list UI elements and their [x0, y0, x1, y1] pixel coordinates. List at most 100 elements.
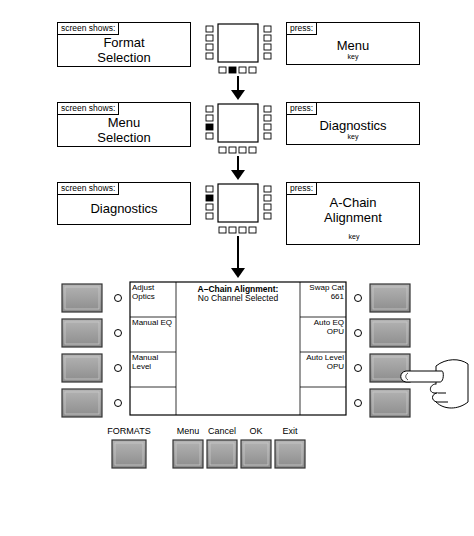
softkey-label: Adjust Optics — [132, 284, 175, 302]
icon-key — [206, 124, 213, 130]
icon-key — [206, 44, 213, 50]
push-button — [112, 440, 146, 468]
indicator-lamp — [355, 295, 362, 302]
step-tag: press: — [286, 182, 317, 195]
step-text: Menukey — [310, 39, 396, 61]
screen-shows-box: screen shows:Menu Selection — [57, 102, 191, 147]
step-body: Menu Selection — [58, 115, 190, 146]
softkey-divider — [176, 282, 177, 415]
icon-key — [249, 67, 256, 73]
softkey-label: Auto EQ OPU — [301, 319, 344, 337]
fingernail — [406, 373, 408, 380]
softkey-divider — [300, 317, 346, 318]
icon-key — [229, 67, 236, 73]
screen-status: No Channel Selected — [178, 294, 298, 303]
press-box: press:A-Chain Alignmentkey — [286, 182, 420, 245]
step-tag: press: — [286, 22, 317, 35]
icon-screen — [218, 184, 258, 222]
button-bevel — [115, 443, 143, 465]
button-label: Cancel — [208, 426, 236, 436]
button-label: Exit — [282, 426, 297, 436]
step-text: Diagnostics — [81, 202, 167, 216]
softkey-divider — [130, 387, 176, 388]
button-label: Menu — [177, 426, 200, 436]
icon-key — [264, 195, 271, 201]
push-button — [173, 440, 203, 468]
indicator-lamp — [115, 295, 122, 302]
icon-key — [264, 204, 271, 210]
push-button — [370, 319, 410, 347]
icon-key — [264, 115, 271, 121]
button-label: FORMATS — [107, 426, 150, 436]
hand-finger — [430, 384, 446, 393]
step-text: Menu Selection — [81, 116, 167, 145]
softkey-divider — [300, 387, 346, 388]
icon-key — [264, 44, 271, 50]
screen-title: A–Chain Alignment: — [178, 285, 298, 294]
push-button — [62, 354, 102, 382]
icon-key — [239, 227, 246, 233]
softkey-label: Adjust Optics — [132, 284, 175, 316]
icon-key — [249, 227, 256, 233]
icon-key — [206, 35, 213, 41]
button-bevel — [65, 287, 99, 309]
flow-arrow — [237, 236, 239, 270]
softkey-divider — [300, 282, 301, 415]
button-bevel — [373, 392, 407, 414]
push-button — [62, 319, 102, 347]
step-text: Menu — [310, 39, 396, 53]
flow-arrow — [237, 76, 239, 92]
step-text: Menu Selection — [81, 116, 167, 145]
softkey-label: Manual Level — [132, 354, 175, 372]
hardware-buttons — [62, 284, 410, 468]
flow-arrows — [231, 76, 245, 278]
button-bevel — [65, 322, 99, 344]
softkey-divider — [300, 352, 346, 353]
icon-key — [206, 213, 213, 219]
step-body: A-Chain Alignmentkey — [287, 195, 419, 244]
softkey-divider — [130, 317, 176, 318]
indicator-lamp — [115, 365, 122, 372]
step-tag: screen shows: — [57, 22, 119, 35]
device-icon — [206, 184, 271, 233]
button-bevel — [210, 443, 234, 465]
key-word: key — [310, 133, 396, 141]
button-bevel — [176, 443, 200, 465]
icon-key — [264, 53, 271, 59]
icon-key — [229, 227, 236, 233]
icon-key — [206, 133, 213, 139]
push-button — [62, 389, 102, 417]
softkey-label: Auto Level OPU — [301, 354, 344, 386]
device-icon — [206, 24, 271, 73]
step-text: Format Selection — [81, 36, 167, 65]
button-label: OK — [249, 426, 262, 436]
push-button — [370, 284, 410, 312]
icon-key — [264, 213, 271, 219]
step-tag: press: — [286, 102, 317, 115]
flow-arrow — [237, 156, 239, 172]
icon-key — [219, 147, 226, 153]
indicator-lamp — [355, 330, 362, 337]
softkey-label: Swap Cat 661 — [301, 284, 344, 302]
icon-key — [219, 67, 226, 73]
hand-index-finger — [401, 371, 444, 382]
icon-key — [206, 26, 213, 32]
button-bevel — [373, 287, 407, 309]
button-bevel — [278, 443, 302, 465]
step-body: Menukey — [287, 35, 419, 64]
indicator-lamp — [355, 400, 362, 407]
icon-key — [206, 204, 213, 210]
button-bevel — [244, 443, 268, 465]
softkey-label: Manual Level — [132, 354, 175, 386]
step-body: Format Selection — [58, 35, 190, 66]
step-text: A-Chain Alignment — [310, 196, 396, 225]
step-body: Diagnosticskey — [287, 115, 419, 144]
push-button — [207, 440, 237, 468]
softkey-label: Auto EQ OPU — [301, 319, 344, 351]
icon-screen — [218, 24, 258, 62]
icon-key — [239, 147, 246, 153]
arrow-head — [231, 90, 245, 100]
icon-key — [206, 186, 213, 192]
